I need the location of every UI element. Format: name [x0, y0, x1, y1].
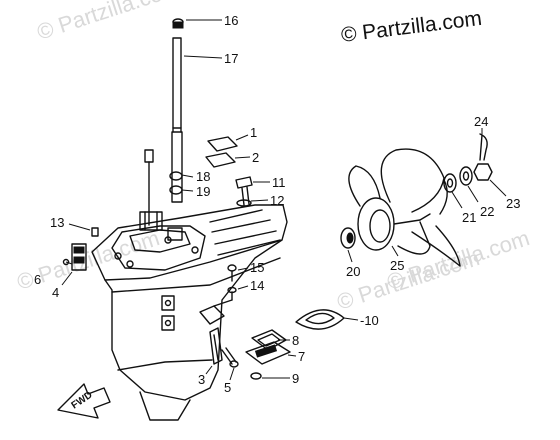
- callout-8: 8: [292, 333, 299, 348]
- screw-part-15: [227, 264, 237, 282]
- bushing-part-16: [172, 18, 184, 29]
- callout-1: 1: [250, 125, 257, 140]
- shift-rod-cap: [144, 149, 154, 226]
- nut-part-23: [473, 163, 493, 181]
- callout-14: 14: [250, 278, 264, 293]
- plug-part-13: [68, 223, 99, 237]
- callout-24: 24: [474, 114, 488, 129]
- callout-21: 21: [462, 210, 476, 225]
- callout-9: 9: [292, 371, 299, 386]
- plate-part-3: [209, 327, 223, 365]
- screw-part-14: [227, 286, 237, 301]
- washer-part-18: [169, 171, 183, 181]
- callout-2: 2: [252, 150, 259, 165]
- plate-part-1: [207, 136, 238, 152]
- callout-12: 12: [270, 193, 284, 208]
- callout-22: 22: [480, 204, 494, 219]
- callout-5: 5: [224, 380, 231, 395]
- callout-6: 6: [34, 272, 41, 287]
- thrust-washer-part-20: [340, 227, 356, 249]
- watermark-top-right: © Partzilla.com: [340, 7, 483, 47]
- cotter-pin-part-24: [479, 133, 488, 161]
- callout-23: 23: [506, 196, 520, 211]
- bolt-part-5: [221, 347, 239, 368]
- nut-part-12: [236, 199, 252, 207]
- propeller-part-25: [348, 148, 461, 267]
- screw-part-6: [62, 258, 70, 266]
- lower-unit-housing: [91, 204, 288, 421]
- callout-15: 15: [250, 260, 264, 275]
- callout-10: -10: [360, 313, 379, 328]
- drive-shaft-part-17: [171, 37, 183, 203]
- callout-18: 18: [196, 169, 210, 184]
- spacer-part-22: [459, 166, 473, 186]
- forward-direction-arrow: FWD: [57, 383, 111, 419]
- plate-part-2: [205, 152, 236, 168]
- cover-part-10: [295, 309, 345, 330]
- callout-4: 4: [52, 285, 59, 300]
- callout-11: 11: [272, 175, 286, 190]
- washer-part-9: [250, 372, 262, 380]
- callout-13: 13: [50, 215, 64, 230]
- callout-25: 25: [390, 258, 404, 273]
- bracket-part-7: [245, 341, 291, 365]
- anode-part-4: [71, 243, 87, 271]
- watermark-faint-top-left: © Partzilla.com: [34, 0, 183, 45]
- washer-part-21: [443, 173, 457, 193]
- callout-17: 17: [224, 51, 238, 66]
- callout-16: 16: [224, 13, 238, 28]
- callout-19: 19: [196, 184, 210, 199]
- callout-3: 3: [198, 372, 205, 387]
- callout-7: 7: [298, 349, 305, 364]
- callout-20: 20: [346, 264, 360, 279]
